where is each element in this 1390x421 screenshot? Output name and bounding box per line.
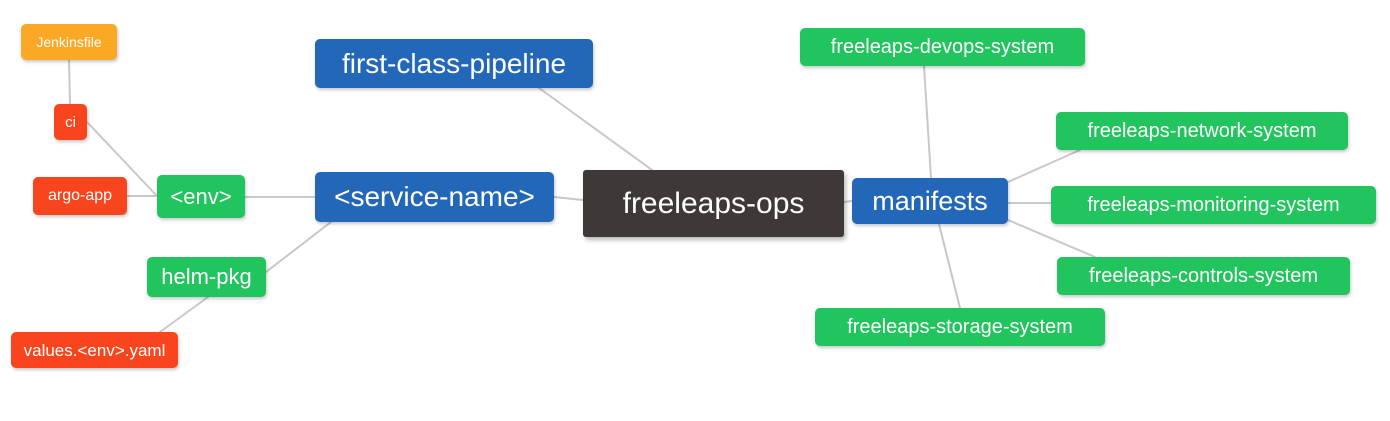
mindmap-node-service-name[interactable]: <service-name>: [315, 172, 554, 222]
mindmap-node-values-env-yaml[interactable]: values.<env>.yaml: [11, 332, 178, 368]
mindmap-node-helm-pkg[interactable]: helm-pkg: [147, 257, 266, 297]
edge-values-env-yaml-to-helm-pkg: [159, 296, 209, 333]
edge-freeleaps-ops-to-manifests: [843, 200, 853, 203]
edge-helm-pkg-to-service-name: [265, 221, 332, 273]
mindmap-node-freeleaps-controls-system[interactable]: freeleaps-controls-system: [1057, 257, 1350, 295]
mindmap-node-ci[interactable]: ci: [54, 104, 87, 140]
edge-manifests-to-freeleaps-storage-system: [938, 223, 961, 309]
edge-manifests-to-freeleaps-controls-system: [1007, 219, 1096, 258]
mindmap-node-argo-app[interactable]: argo-app: [33, 177, 127, 215]
edge-service-name-to-freeleaps-ops: [553, 196, 584, 201]
mindmap-node-jenkinsfile[interactable]: Jenkinsfile: [21, 24, 117, 60]
mindmap-node-freeleaps-devops-system[interactable]: freeleaps-devops-system: [800, 28, 1085, 66]
edge-jenkinsfile-to-ci: [68, 59, 71, 105]
mindmap-node-manifests[interactable]: manifests: [852, 178, 1008, 224]
mindmap-node-freeleaps-monitoring-system[interactable]: freeleaps-monitoring-system: [1051, 186, 1376, 224]
edge-manifests-to-freeleaps-network-system: [1007, 149, 1081, 183]
mindmap-node-freeleaps-storage-system[interactable]: freeleaps-storage-system: [815, 308, 1105, 346]
mindmap-node-freeleaps-network-system[interactable]: freeleaps-network-system: [1056, 112, 1348, 150]
mindmap-node-env[interactable]: <env>: [157, 175, 245, 218]
mindmap-node-freeleaps-ops[interactable]: freeleaps-ops: [583, 170, 844, 237]
edge-first-class-pipeline-to-freeleaps-ops: [538, 87, 653, 171]
mindmap-node-first-class-pipeline[interactable]: first-class-pipeline: [315, 39, 593, 88]
edge-manifests-to-freeleaps-devops-system: [923, 65, 932, 179]
